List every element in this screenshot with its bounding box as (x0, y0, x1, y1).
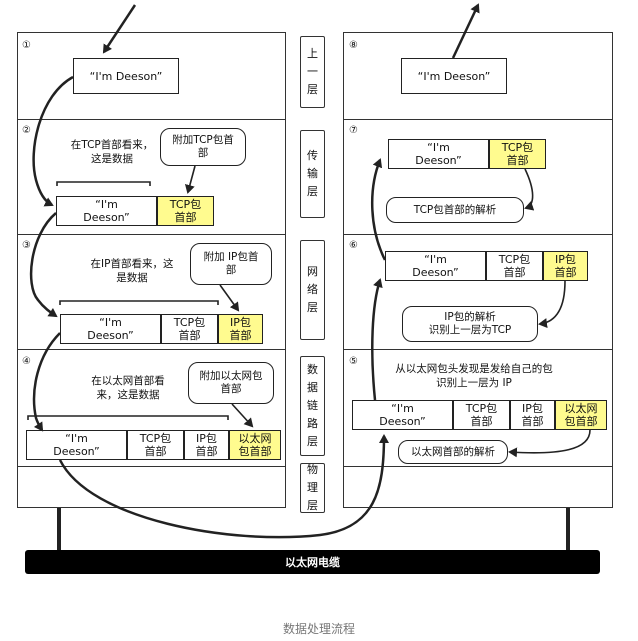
receiver-n-tcp-header: TCP包 首部 (486, 251, 543, 281)
receiver-t-tcp-header: TCP包 首部 (489, 139, 546, 169)
sender-cable-post (57, 508, 61, 552)
sender-d-ip-header: IP包 首部 (184, 430, 229, 460)
receiver-eth-note: 从以太网包头发现是发给自己的包 识别上一层为 IP (395, 363, 553, 389)
sender-d-data-cell: “I'm Deeson” (26, 430, 127, 460)
step-4-label: ④ (22, 356, 31, 367)
receiver-eth-bubble: 以太网首部的解析 (398, 440, 508, 464)
left-layer-divider-1 (17, 119, 286, 120)
receiver-d-data-cell: “I'm Deeson” (352, 400, 453, 430)
layer-physical-label: 物 理 层 (300, 463, 325, 513)
sender-n-ip-header: IP包 首部 (218, 314, 263, 344)
sender-d-tcp-header: TCP包 首部 (127, 430, 184, 460)
layer-network-label: 网 络 层 (300, 240, 325, 340)
step-7-label: ⑦ (349, 125, 358, 136)
right-layer-divider-4 (343, 466, 613, 467)
sender-ip-bubble: 附加 IP包首 部 (190, 243, 272, 285)
figure-caption: 数据处理流程 (282, 622, 355, 636)
receiver-d-eth-header: 以太网 包首部 (555, 400, 607, 430)
sender-d-eth-header: 以太网 包首部 (229, 430, 281, 460)
layer-transport-label: 传 输 层 (300, 130, 325, 218)
receiver-tcp-bubble: TCP包首部的解析 (386, 197, 524, 223)
left-layer-divider-3 (17, 349, 286, 350)
layer-application-label: 上 一 层 (300, 36, 325, 108)
receiver-d-ip-header: IP包 首部 (510, 400, 555, 430)
step-2-label: ② (22, 125, 31, 136)
step-1-label: ① (22, 40, 31, 51)
step-8-label: ⑧ (349, 40, 358, 51)
right-layer-divider-3 (343, 349, 613, 350)
step-3-label: ③ (22, 240, 31, 251)
step-6-label: ⑥ (349, 240, 358, 251)
sender-n-data-cell: “I'm Deeson” (60, 314, 161, 344)
sender-eth-note: 在以太网首部看 来，这是数据 (91, 375, 165, 401)
sender-tcp-note: 在TCP首部看来， 这是数据 (70, 139, 154, 165)
right-layer-divider-1 (343, 119, 613, 120)
receiver-n-data-cell: “I'm Deeson” (385, 251, 486, 281)
step-5-label: ⑤ (349, 356, 358, 367)
sender-t-tcp-header: TCP包 首部 (157, 196, 214, 226)
sender-tcp-bubble: 附加TCP包首 部 (160, 128, 246, 166)
receiver-cable-post (566, 508, 570, 552)
receiver-ip-bubble: IP包的解析 识别上一层为TCP (402, 306, 538, 342)
receiver-data-box: “I'm Deeson” (401, 58, 507, 94)
sender-data-box: “I'm Deeson” (73, 58, 179, 94)
receiver-t-data-cell: “I'm Deeson” (388, 139, 489, 169)
sender-ip-note: 在IP首部看来，这 是数据 (90, 258, 174, 284)
sender-t-data-cell: “I'm Deeson” (56, 196, 157, 226)
receiver-n-ip-header: IP包 首部 (543, 251, 588, 281)
ethernet-cable: 以太网电缆 (25, 550, 600, 574)
left-layer-divider-4 (17, 466, 286, 467)
left-layer-divider-2 (17, 234, 286, 235)
layer-datalink-label: 数 据 链 路 层 (300, 356, 325, 456)
sender-eth-bubble: 附加以太网包 首部 (188, 362, 274, 404)
right-layer-divider-2 (343, 234, 613, 235)
receiver-d-tcp-header: TCP包 首部 (453, 400, 510, 430)
sender-n-tcp-header: TCP包 首部 (161, 314, 218, 344)
